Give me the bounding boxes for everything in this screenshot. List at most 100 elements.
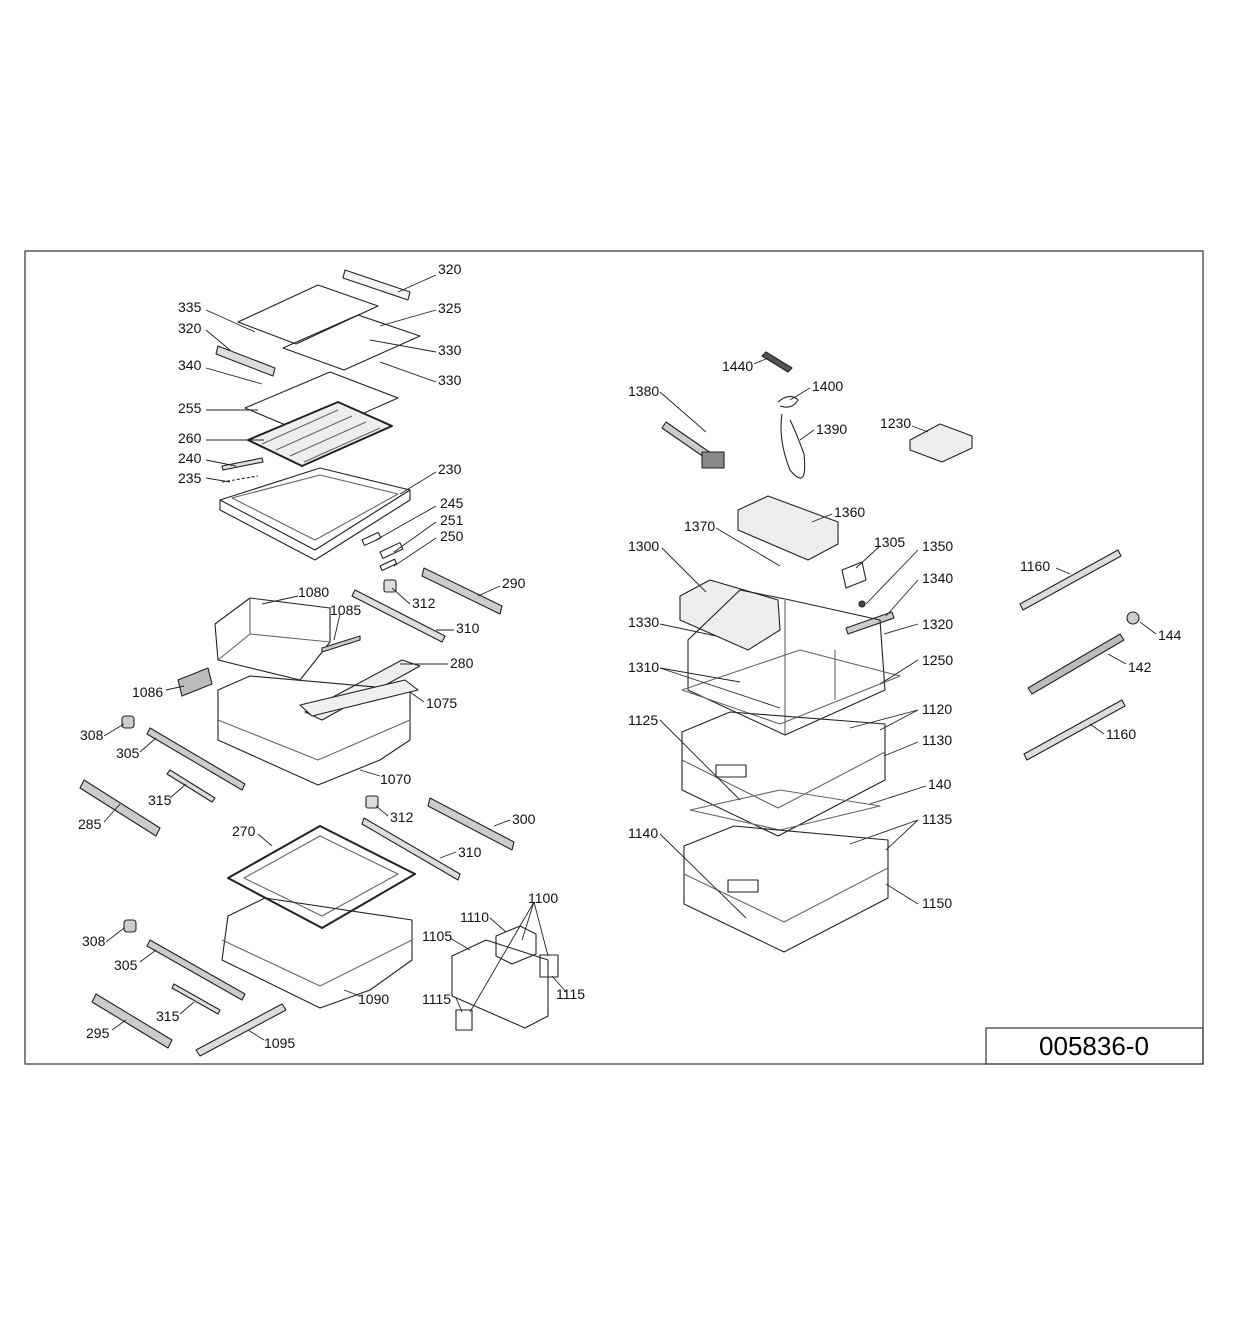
- part-1440: [761, 351, 793, 373]
- part-1090-drawer: [221, 897, 413, 1009]
- part-1160-trim-b: [1023, 699, 1126, 761]
- callout-1300: 1300: [628, 538, 660, 554]
- callout-1230: 1230: [880, 415, 912, 431]
- part-1230-pad: [909, 423, 973, 463]
- part-1125-handle: [715, 764, 747, 778]
- callout-335: 335: [178, 299, 202, 315]
- callout-1160-a: 1160: [1020, 558, 1051, 574]
- callout-1360: 1360: [834, 504, 866, 520]
- part-308-b: [123, 919, 137, 933]
- part-270-shelf: [227, 825, 416, 929]
- part-1115-clip-b: [455, 1009, 473, 1031]
- callout-1090: 1090: [358, 991, 390, 1007]
- callout-312-b: 312: [390, 809, 414, 825]
- callout-1380: 1380: [628, 383, 660, 399]
- callout-250: 250: [440, 528, 464, 544]
- callout-308-b: 308: [82, 933, 106, 949]
- callout-1120: 1120: [922, 701, 953, 717]
- part-295-bracket: [91, 993, 173, 1049]
- part-1105-bin: [451, 939, 549, 1029]
- callout-1086: 1086: [132, 684, 164, 700]
- callout-1350: 1350: [922, 538, 954, 554]
- callout-1370: 1370: [684, 518, 716, 534]
- callout-1095: 1095: [264, 1035, 296, 1051]
- part-1150-drawer: [683, 825, 889, 953]
- callout-1305: 1305: [874, 534, 906, 550]
- part-142: [1027, 633, 1125, 695]
- part-308-a: [121, 715, 135, 729]
- part-1075: [299, 679, 419, 717]
- callout-1130: 1130: [922, 732, 953, 748]
- part-300-slide: [427, 797, 515, 851]
- callout-144: 144: [1158, 627, 1182, 643]
- part-1086-filter: [177, 667, 213, 697]
- callout-1105: 1105: [422, 928, 453, 944]
- callout-1160-b: 1160: [1106, 726, 1137, 742]
- callout-1400: 1400: [812, 378, 844, 394]
- part-310-rail-b: [361, 817, 461, 881]
- callout-295: 295: [86, 1025, 110, 1041]
- callout-308-a: 308: [80, 727, 104, 743]
- callout-240: 240: [178, 450, 202, 466]
- callout-315-b: 315: [156, 1008, 180, 1024]
- callout-235: 235: [178, 470, 202, 486]
- part-320-top-trim: [342, 269, 411, 301]
- callout-1310: 1310: [628, 659, 660, 675]
- callout-230: 230: [438, 461, 462, 477]
- callout-1080: 1080: [298, 584, 330, 600]
- part-335-glass: [237, 284, 379, 345]
- part-1320-basket: [687, 589, 886, 736]
- part-1070-drawer: [217, 675, 411, 786]
- callout-251: 251: [440, 512, 464, 528]
- callout-330-a: 330: [438, 342, 462, 358]
- part-251: [379, 542, 404, 559]
- callout-260: 260: [178, 430, 202, 446]
- callout-320-top: 320: [438, 261, 462, 277]
- part-1360-housing: [737, 495, 839, 561]
- callout-280: 280: [450, 655, 474, 671]
- part-1085-divider: [321, 635, 361, 653]
- callout-1075: 1075: [426, 695, 458, 711]
- part-1130-drawer: [681, 711, 886, 837]
- callout-305-a: 305: [116, 745, 140, 761]
- callout-325: 325: [438, 300, 462, 316]
- title-block: [985, 1027, 1204, 1065]
- diagram-frame: [24, 250, 1204, 1065]
- callout-1125: 1125: [628, 712, 659, 728]
- part-235-rod: [221, 475, 259, 483]
- callout-1320: 1320: [922, 616, 954, 632]
- callout-1390: 1390: [816, 421, 848, 437]
- callout-310-a: 310: [456, 620, 480, 636]
- part-140-plate: [689, 789, 881, 831]
- part-310-rail-a: [351, 589, 446, 643]
- callout-1340: 1340: [922, 570, 954, 586]
- callout-1110: 1110: [460, 909, 490, 925]
- part-315-rail-a: [166, 769, 216, 803]
- document-number: 005836-0: [1039, 1030, 1149, 1061]
- part-305-rail-b: [146, 939, 246, 1001]
- callout-1140: 1140: [628, 825, 659, 841]
- callout-312-a: 312: [412, 595, 436, 611]
- callout-140: 140: [928, 776, 952, 792]
- callout-315-a: 315: [148, 792, 172, 808]
- part-312-b: [365, 795, 379, 809]
- part-1095-strip: [195, 1003, 287, 1057]
- part-1140-handle: [727, 879, 759, 893]
- callout-1115-a: 1115: [422, 991, 452, 1007]
- part-144: [1126, 611, 1140, 625]
- callout-1330: 1330: [628, 614, 660, 630]
- callout-1250: 1250: [922, 652, 954, 668]
- part-245: [361, 531, 382, 546]
- part-1340: [845, 611, 895, 635]
- callout-270: 270: [232, 823, 256, 839]
- part-1390-wire: [780, 413, 806, 479]
- callout-245: 245: [440, 495, 464, 511]
- part-320-left-trim: [215, 345, 276, 377]
- part-330-panel-a: [282, 314, 421, 371]
- callout-1135: 1135: [922, 811, 953, 827]
- callout-1440: 1440: [722, 358, 754, 374]
- part-250: [379, 558, 398, 572]
- callout-1085: 1085: [330, 602, 362, 618]
